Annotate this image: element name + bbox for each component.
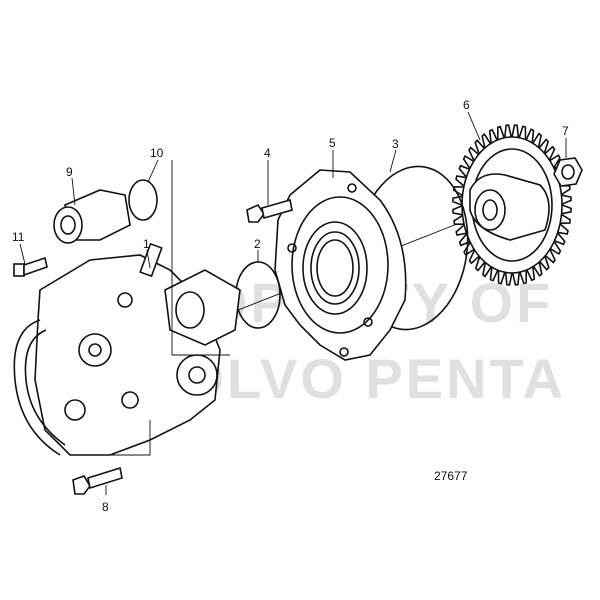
callout-6: 6 xyxy=(463,98,470,112)
callout-5: 5 xyxy=(329,136,336,150)
bolt-lower xyxy=(72,466,123,495)
leader-lines xyxy=(19,111,567,495)
pump-housing xyxy=(274,169,407,361)
fuel-pump xyxy=(13,242,241,456)
callout-1: 1 xyxy=(143,237,150,251)
callout-8: 8 xyxy=(102,500,109,514)
callout-labels: 1 2 3 4 5 6 7 8 9 10 11 27677 xyxy=(12,98,569,514)
drawing-number: 27677 xyxy=(434,469,468,483)
callout-7: 7 xyxy=(562,124,569,138)
callout-4: 4 xyxy=(264,146,271,160)
callout-2: 2 xyxy=(254,237,261,251)
callout-3: 3 xyxy=(392,137,399,151)
screw xyxy=(13,256,48,277)
callout-9: 9 xyxy=(66,165,73,179)
bolt xyxy=(246,198,293,223)
seal-ring xyxy=(128,179,158,221)
callout-10: 10 xyxy=(150,146,164,160)
drive-gear xyxy=(452,124,572,286)
sensor-valve xyxy=(53,189,131,244)
nut xyxy=(553,157,583,187)
callout-11: 11 xyxy=(12,230,25,244)
